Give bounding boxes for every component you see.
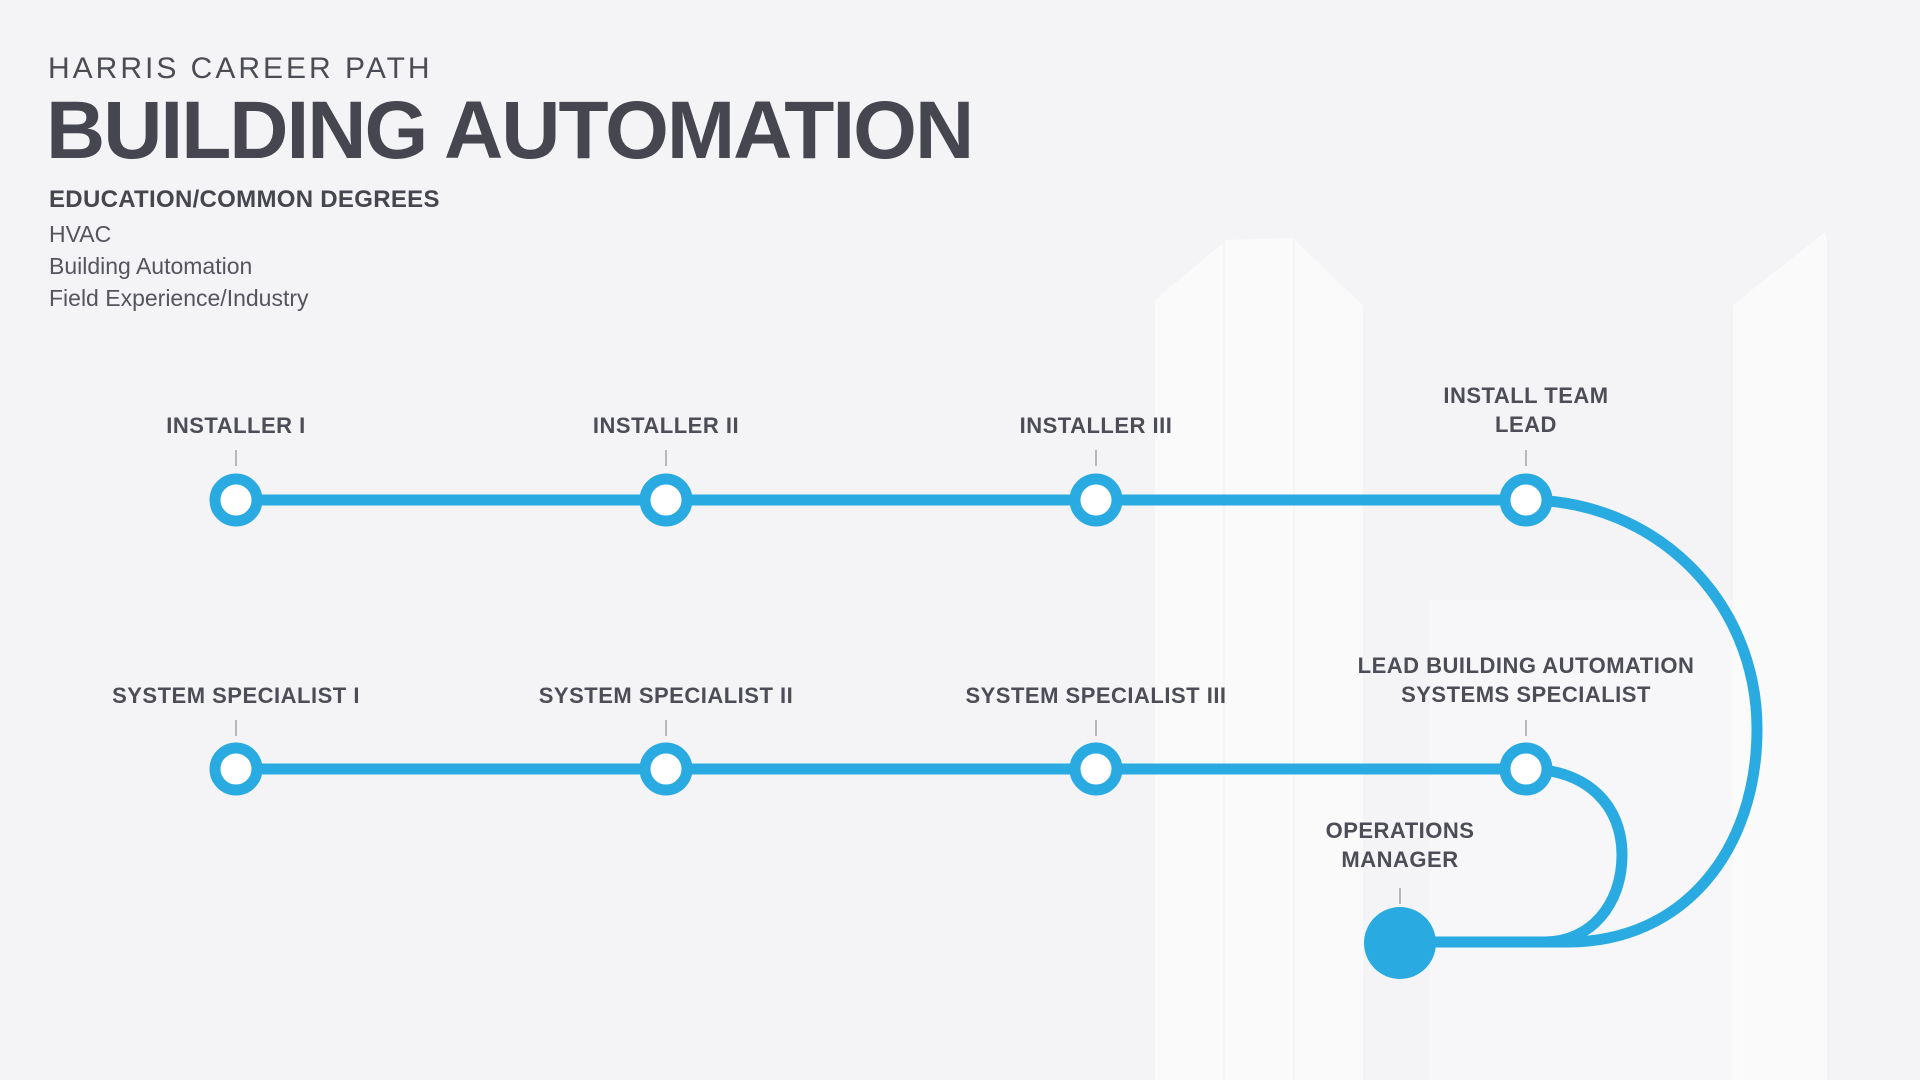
education-heading: EDUCATION/COMMON DEGREES: [49, 186, 440, 213]
page-title: BUILDING AUTOMATION: [46, 85, 974, 176]
small-curve-lead-specialist-to-operations: [1525, 763, 1628, 948]
eyebrow-harris-career-path: HARRIS CAREER PATH: [48, 52, 433, 85]
node-label-installer-3: INSTALLER III: [1019, 413, 1173, 438]
node-label-installer-1: INSTALLER I: [166, 413, 306, 438]
node-circle-lead-bas-specialist: [1499, 742, 1553, 796]
node-circle-system-specialist-1: [209, 742, 263, 796]
watermark-bar-4: [1733, 232, 1827, 1080]
node-label-system-specialist-3: SYSTEM SPECIALIST III: [965, 683, 1227, 708]
education-items-list: HVAC Building Automation Field Experienc…: [49, 221, 309, 311]
node-label-system-specialist-2: SYSTEM SPECIALIST II: [538, 683, 794, 708]
path-lines: [236, 494, 1763, 948]
node-circle-installer-1: [209, 473, 263, 527]
watermark-crossbar: [1430, 600, 1745, 1080]
background-watermark: [1155, 232, 1827, 1080]
node-circle-installer-2: [639, 473, 693, 527]
watermark-bar-1: [1155, 243, 1223, 1080]
node-circle-operations-manager-filled: [1364, 907, 1436, 979]
node-label-installer-2: INSTALLER II: [592, 413, 740, 438]
node-circle-system-specialist-2: [639, 742, 693, 796]
node-label-system-specialist-1: SYSTEM SPECIALIST I: [112, 683, 360, 708]
node-circle-installer-3: [1069, 473, 1123, 527]
watermark-bar-3: [1295, 240, 1363, 1080]
label-ticks: [235, 450, 1527, 904]
node-label-lead-bas-specialist: LEAD BUILDING AUTOMATION SYSTEMS SPECIAL…: [1357, 653, 1695, 707]
node-circle-install-team-lead: [1499, 473, 1553, 527]
path-nodes: [209, 473, 1553, 979]
watermark-bar-2: [1225, 238, 1293, 1080]
node-circle-system-specialist-3: [1069, 742, 1123, 796]
node-label-operations-manager: OPERATIONS MANAGER: [1325, 818, 1475, 872]
big-curve-install-lead-to-operations: [1400, 494, 1763, 948]
node-label-install-team-lead: INSTALL TEAM LEAD: [1443, 383, 1609, 437]
